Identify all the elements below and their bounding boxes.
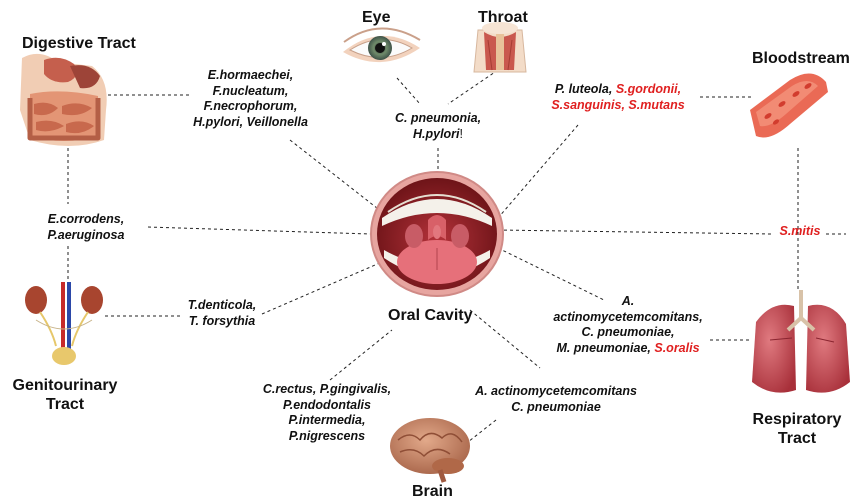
oral-cavity-illustration [371, 172, 503, 296]
bacteria-respiratory: A. actinomycetemcomitans, C. pneumoniae,… [530, 294, 726, 356]
bacteria-digestive: E.hormaechei, F.nucleatum, F.necrophorum… [178, 68, 323, 130]
genitourinary-illustration [25, 282, 103, 365]
bacteria-eye-throat-line1: C. pneumonia, [374, 111, 502, 127]
label-genitourinary-line2: Tract [10, 395, 120, 414]
bacteria-genito-line1: T.denticola, [174, 298, 270, 314]
bacteria-left-middle-line1: E.corrodens, [24, 212, 148, 228]
bacteria-resp-line1: A. [530, 294, 726, 310]
connector-throat [448, 70, 498, 104]
label-bloodstream: Bloodstream [752, 49, 850, 68]
label-throat: Throat [478, 8, 528, 27]
bacteria-brain-left-line3: P.intermedia, [244, 413, 410, 429]
bacteria-brain-left-line2: P.endodontalis [244, 398, 410, 414]
bacteria-brain-right-line2: C. pneumoniae [456, 400, 656, 416]
connector-brain-left [330, 330, 392, 380]
label-respiratory: Respiratory Tract [742, 410, 852, 448]
label-genitourinary-line1: Genitourinary [10, 376, 120, 395]
bacteria-digestive-line3: F.necrophorum, [178, 99, 323, 115]
bacteria-brain-left-line4: P.nigrescens [244, 429, 410, 445]
bacteria-resp-line4-red: S.oralis [654, 341, 699, 355]
bacteria-blood-red2: S.sanguinis, S.mutans [530, 98, 706, 114]
bacteria-genito-line2: T. forsythia [174, 314, 270, 330]
label-brain: Brain [412, 482, 453, 501]
label-respiratory-line2: Tract [742, 429, 852, 448]
bacteria-blood-black: P. luteola, [555, 82, 612, 96]
connector-smitis-left [498, 230, 772, 234]
bacteria-bloodstream: P. luteola, S.gordonii, S.sanguinis, S.m… [530, 82, 706, 113]
connector-ecorr-mouth [148, 227, 370, 234]
connector-resp-mouth [498, 248, 604, 300]
bacteria-left-middle-line2: P.aeruginosa [24, 228, 148, 244]
bacteria-digestive-line1: E.hormaechei, [178, 68, 323, 84]
bacteria-genitourinary: T.denticola, T. forsythia [174, 298, 270, 329]
label-oral-cavity: Oral Cavity [388, 307, 472, 325]
bacteria-blood-red1: S.gordonii, [616, 82, 681, 96]
digestive-tract-illustration [20, 54, 107, 146]
connector-genito-mouth [262, 262, 382, 314]
bacteria-brain-right-line1: A. actinomycetemcomitans [456, 384, 656, 400]
eye-illustration [343, 28, 420, 62]
connector-brain-illus [468, 420, 496, 442]
label-eye: Eye [362, 8, 390, 27]
label-genitourinary: Genitourinary Tract [10, 376, 120, 414]
connector-blood-mouth [498, 125, 578, 218]
bacteria-eye-throat-mark: ! [460, 127, 463, 141]
bacteria-brain-left-line1: C.rectus, P.gingivalis, [244, 382, 410, 398]
bacteria-digestive-line4: H.pylori, Veillonella [178, 115, 323, 131]
bacteria-resp-line3: C. pneumoniae, [530, 325, 726, 341]
bacteria-eye-throat-line2: H.pylori [413, 127, 460, 141]
respiratory-illustration [752, 290, 850, 393]
bacteria-brain-right: A. actinomycetemcomitans C. pneumoniae [456, 384, 656, 415]
connector-digestive-mouth [290, 140, 382, 212]
connector-eye [397, 78, 420, 104]
bacteria-brain-left: C.rectus, P.gingivalis, P.endodontalis P… [244, 382, 410, 444]
label-digestive-tract: Digestive Tract [22, 34, 136, 53]
label-respiratory-line1: Respiratory [742, 410, 852, 429]
bloodstream-illustration [750, 73, 828, 137]
bacteria-left-middle: E.corrodens, P.aeruginosa [24, 212, 148, 243]
throat-illustration [474, 22, 526, 72]
bacteria-smitis: S.mitis [772, 224, 828, 240]
bacteria-digestive-line2: F.nucleatum, [178, 84, 323, 100]
bacteria-resp-line2: actinomycetemcomitans, [530, 310, 726, 326]
bacteria-eye-throat: C. pneumonia, H.pylori! [374, 111, 502, 142]
bacteria-resp-line4-black: M. pneumoniae, [556, 341, 650, 355]
